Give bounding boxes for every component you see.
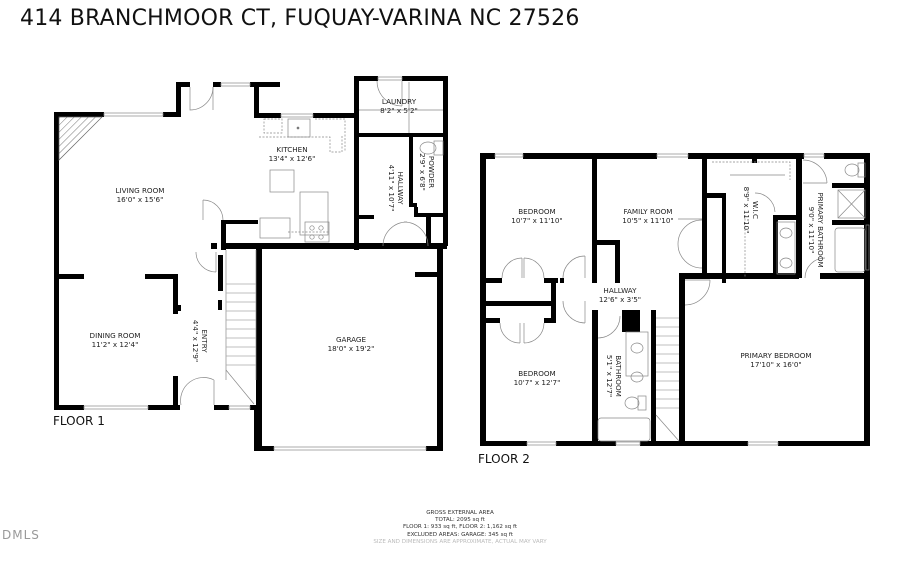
room-dims: 4'11" x 10'7" [387, 165, 396, 212]
floor-2-details [494, 153, 870, 446]
floor-2-plan [480, 153, 870, 446]
svg-text:POWDER2'9" x 6'8": POWDER2'9" x 6'8" [418, 153, 436, 191]
area-excluded: EXCLUDED AREAS: GARAGE: 345 sq ft [407, 531, 513, 538]
room-name: FAMILY ROOM [624, 207, 673, 216]
room-dims: 10'7" x 12'7" [514, 378, 561, 387]
room-name: POWDER [427, 156, 436, 188]
floor-1-label: FLOOR 1 [53, 414, 105, 428]
room-name: PRIMARY BEDROOM [740, 351, 811, 360]
room-dims: 16'0" x 15'6" [117, 195, 164, 204]
room-dims: 18'0" x 19'2" [328, 344, 375, 353]
room-name: BEDROOM [518, 369, 556, 378]
svg-text:BATHROOM5'1" x 12'7": BATHROOM5'1" x 12'7" [605, 355, 623, 397]
room-name: BATHROOM [614, 355, 623, 397]
room-name: LAUNDRY [382, 97, 417, 106]
room-name: LIVING ROOM [116, 186, 165, 195]
room-dims: 11'2" x 12'4" [92, 340, 139, 349]
room-name: KITCHEN [276, 145, 307, 154]
mls-watermark: DMLS [2, 528, 40, 542]
room-name: HALLWAY [603, 286, 637, 295]
room-name: BEDROOM [518, 207, 556, 216]
room-dims: 13'4" x 12'6" [269, 154, 316, 163]
room-dims: 8'2" x 5'2" [380, 106, 418, 115]
area-disclaimer: SIZE AND DIMENSIONS ARE APPROXIMATE, ACT… [373, 538, 547, 545]
room-name: W.I.C [751, 201, 760, 219]
svg-text:ENTRY4'4" x 12'9": ENTRY4'4" x 12'9" [191, 320, 209, 362]
area-summary: GROSS EXTERNAL AREA TOTAL: 2095 sq ft FL… [340, 510, 580, 546]
room-dims: 9'0" x 11'10" [807, 207, 816, 254]
room-dims: 5'1" x 12'7" [605, 355, 614, 397]
floor-1-plan [54, 76, 448, 451]
property-address-title: 414 BRANCHMOOR CT, FUQUAY-VARINA NC 2752… [20, 6, 580, 31]
room-name: ENTRY [200, 329, 209, 353]
room-dims: 12'6" x 3'5" [599, 295, 641, 304]
room-name: HALLWAY [396, 171, 405, 205]
area-heading: GROSS EXTERNAL AREA [426, 510, 494, 516]
room-name: PRIMARY BATHROOM [816, 192, 825, 267]
area-floors: FLOOR 1: 933 sq ft, FLOOR 2: 1,162 sq ft [402, 524, 518, 531]
floor-2-label: FLOOR 2 [478, 452, 530, 466]
room-dims: 4'4" x 12'9" [191, 320, 200, 362]
room-dims: 10'5" x 11'10" [622, 216, 673, 225]
room-dims: 17'10" x 16'0" [750, 360, 801, 369]
area-total: TOTAL: 2095 sq ft [435, 517, 485, 524]
svg-text:HALLWAY4'11" x 10'7": HALLWAY4'11" x 10'7" [387, 165, 405, 212]
room-dims: 8'9" x 11'10" [742, 187, 751, 234]
svg-text:W.I.C8'9" x 11'10": W.I.C8'9" x 11'10" [742, 187, 760, 234]
floor-1-details [58, 76, 444, 451]
svg-text:PRIMARY BATHROOM9'0" x 11'10": PRIMARY BATHROOM9'0" x 11'10" [807, 192, 825, 267]
room-name: GARAGE [336, 335, 367, 344]
room-dims: 10'7" x 11'10" [511, 216, 562, 225]
room-dims: 2'9" x 6'8" [418, 153, 427, 191]
room-name: DINING ROOM [90, 331, 141, 340]
